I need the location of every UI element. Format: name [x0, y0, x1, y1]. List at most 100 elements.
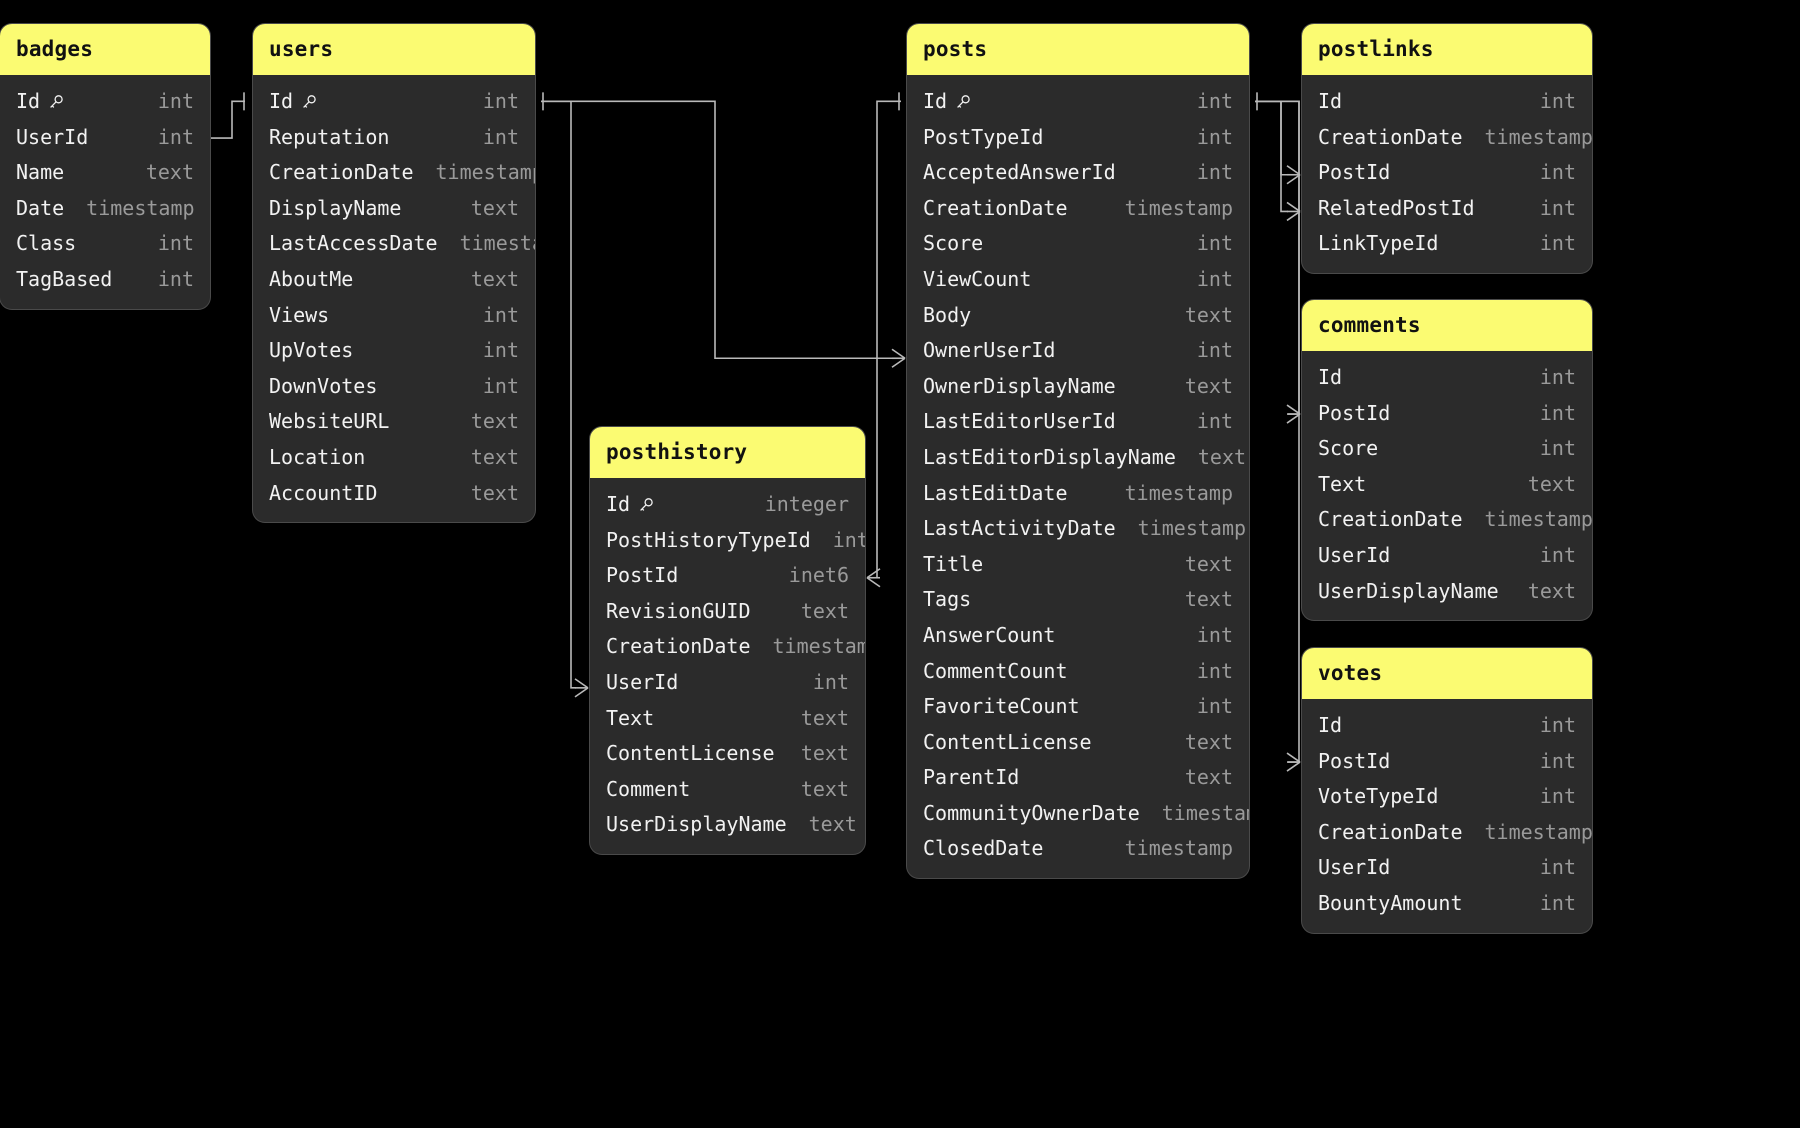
- field-label: AccountID: [269, 480, 378, 505]
- field-label: TagBased: [16, 266, 113, 291]
- field-name-postlinks-postid: PostId: [1318, 162, 1390, 184]
- field-type: text: [470, 195, 519, 220]
- table-title-posts: posts: [907, 24, 1249, 75]
- field-type: timestamp: [459, 231, 535, 256]
- field-type: timestamp: [1161, 800, 1249, 825]
- field-type: int: [812, 669, 849, 694]
- field-type: int: [832, 527, 865, 552]
- table-row[interactable]: LastAccessDatetimestamp: [253, 226, 535, 262]
- field-name-votes-id: Id: [1318, 714, 1342, 737]
- field-type: text: [800, 776, 849, 801]
- field-label: AcceptedAnswerId: [923, 160, 1116, 185]
- table-row[interactable]: CommunityOwnerDatetimestamp: [907, 796, 1249, 832]
- field-label: UserId: [606, 669, 679, 694]
- field-label: OwnerUserId: [923, 338, 1056, 363]
- field-name-posts-contentlicense: ContentLicense: [923, 731, 1092, 754]
- field-type: text: [1184, 765, 1233, 790]
- table-row[interactable]: UserId int: [590, 665, 865, 701]
- field-label: CreationDate: [1318, 507, 1463, 532]
- field-type: inet6: [788, 563, 849, 588]
- field-name-posts-title: Title: [923, 553, 983, 576]
- field-label: BountyAmount: [1318, 890, 1463, 915]
- field-name-comments-text: Text: [1318, 473, 1366, 496]
- field-type: int: [1196, 231, 1233, 256]
- field-type: int: [157, 231, 194, 256]
